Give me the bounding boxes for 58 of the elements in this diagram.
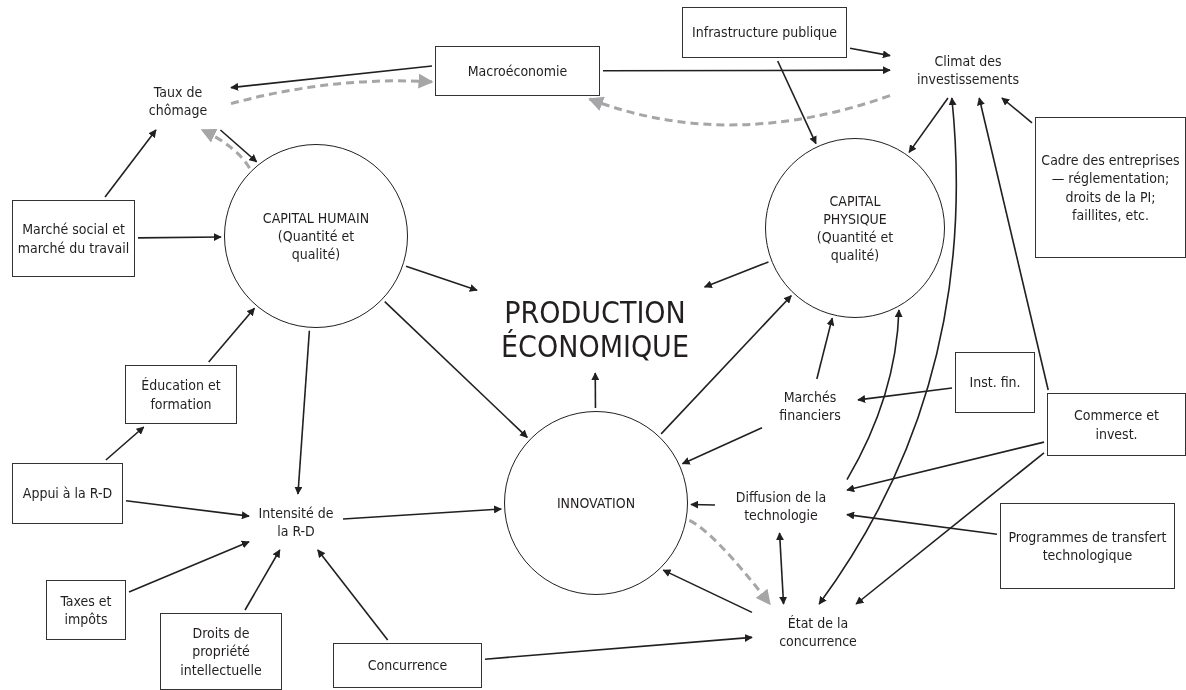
arrow bbox=[816, 317, 835, 380]
arrow bbox=[244, 549, 281, 611]
arrow bbox=[849, 47, 891, 59]
factor-box: Commerce et invest. bbox=[1047, 393, 1186, 456]
arrow bbox=[660, 294, 793, 435]
arrow bbox=[690, 500, 716, 509]
arrow bbox=[602, 66, 891, 75]
arrow bbox=[128, 540, 250, 593]
arrow bbox=[681, 426, 763, 465]
factor-box: Concurrence bbox=[333, 643, 482, 688]
arrow bbox=[977, 97, 1049, 391]
factor-box: Inst. fin. bbox=[955, 352, 1035, 413]
arrow bbox=[219, 129, 258, 163]
factor-label: Taux de chômage bbox=[128, 75, 228, 127]
factor-label: Climat des investissements bbox=[893, 45, 1043, 95]
factor-label: Intensité de la R-D bbox=[252, 497, 340, 547]
arrow bbox=[125, 500, 250, 520]
arrow bbox=[591, 372, 600, 409]
arrow bbox=[855, 452, 1045, 605]
arrow bbox=[1001, 97, 1033, 124]
arrow bbox=[857, 387, 953, 403]
arrow bbox=[846, 309, 903, 481]
factor-box: Droits de propriété intellectuelle bbox=[160, 613, 282, 690]
factor-box: Macroéconomie bbox=[435, 46, 600, 96]
factor-box: Infrastructure publique bbox=[682, 7, 847, 58]
arrow bbox=[662, 569, 753, 614]
arrow bbox=[846, 441, 1045, 493]
arrow bbox=[776, 60, 817, 145]
factor-box: Taxes et impôts bbox=[46, 580, 126, 640]
arrow bbox=[703, 261, 770, 289]
dashed-arrow bbox=[230, 73, 434, 106]
arrow bbox=[230, 65, 433, 91]
arrow bbox=[294, 329, 311, 495]
dashed-arrow bbox=[200, 128, 251, 169]
arrow bbox=[105, 426, 145, 461]
arrow bbox=[207, 307, 256, 363]
outcome-label: PRODUCTION ÉCONOMIQUE bbox=[480, 290, 710, 370]
arrow bbox=[342, 505, 502, 520]
arrow bbox=[316, 549, 389, 641]
factor-label: État de la concurrence bbox=[755, 607, 881, 657]
arrow bbox=[776, 532, 788, 605]
factor-box: Programmes de transfert technologique bbox=[1000, 503, 1175, 589]
factor-label: Marchés financiers bbox=[765, 382, 855, 430]
arrow bbox=[846, 511, 998, 535]
factor-label: Diffusion de la technologie bbox=[718, 482, 844, 530]
arrow bbox=[908, 97, 949, 154]
arrow bbox=[818, 97, 958, 605]
arrow bbox=[137, 233, 222, 242]
arrow bbox=[383, 300, 529, 439]
dashed-arrow bbox=[588, 94, 891, 127]
factor-box: Éducation et formation bbox=[125, 365, 237, 424]
factor-box: Cadre des entreprises — réglementation; droits de la PI; faillites, etc. bbox=[1035, 117, 1186, 258]
dashed-arrow bbox=[688, 519, 771, 606]
arrow bbox=[484, 634, 753, 660]
factor-box: Appui à la R-D bbox=[12, 463, 123, 524]
arrow bbox=[104, 129, 157, 198]
arrow bbox=[405, 265, 478, 292]
factor-box: Marché social et marché du travail bbox=[12, 200, 135, 277]
